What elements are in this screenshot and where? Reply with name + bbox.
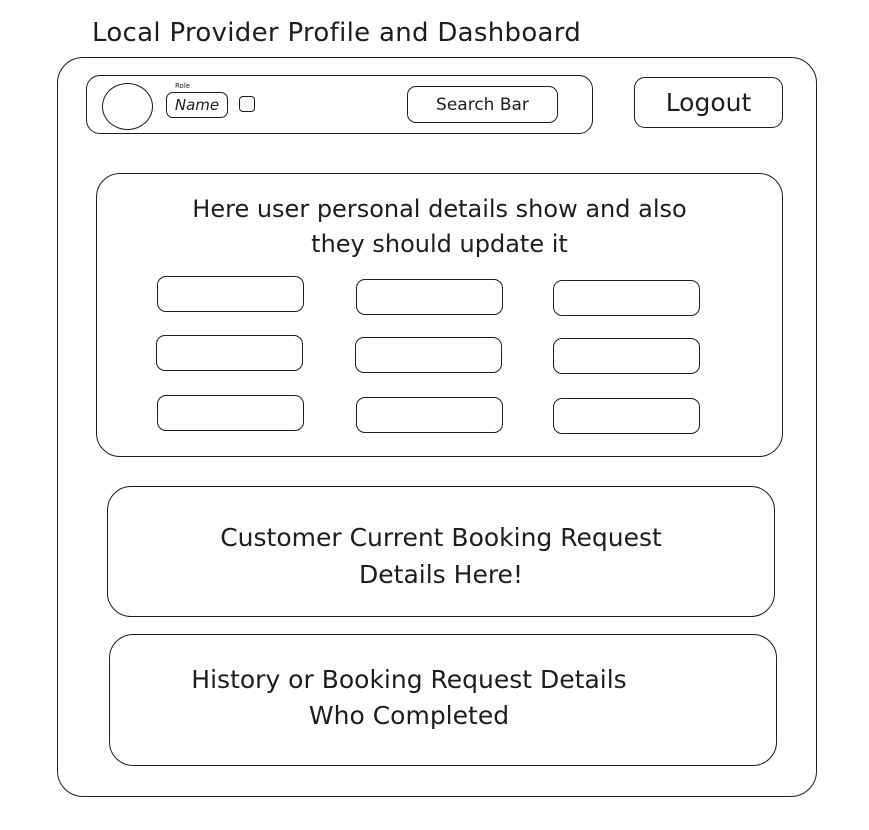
header-checkbox[interactable] (239, 96, 255, 112)
header-bar (86, 75, 593, 134)
booking-history-card (109, 634, 777, 766)
detail-field-8[interactable] (356, 397, 503, 433)
name-chip: Name (166, 92, 228, 118)
personal-details-description: Here user personal details show and also… (96, 192, 783, 262)
personal-details-line-1: Here user personal details show and also (192, 195, 687, 223)
current-booking-line-2: Details Here! (359, 560, 523, 589)
detail-field-1[interactable] (157, 276, 304, 312)
current-booking-description: Customer Current Booking Request Details… (107, 519, 775, 593)
booking-history-description: History or Booking Request Details Who C… (109, 662, 709, 734)
current-booking-card (107, 486, 775, 617)
detail-field-6[interactable] (553, 338, 700, 374)
detail-field-5[interactable] (355, 337, 502, 373)
search-bar[interactable]: Search Bar (407, 86, 558, 123)
personal-details-line-2: they should update it (311, 230, 568, 258)
avatar[interactable] (102, 83, 153, 130)
personal-details-card (96, 173, 783, 457)
logout-button[interactable]: Logout (634, 77, 783, 128)
detail-field-2[interactable] (356, 279, 503, 315)
detail-field-3[interactable] (553, 280, 700, 316)
role-label: Role (175, 82, 191, 90)
dashboard-frame (57, 57, 817, 797)
booking-history-line-1: History or Booking Request Details (191, 665, 627, 694)
page-title: Local Provider Profile and Dashboard (92, 18, 582, 48)
current-booking-line-1: Customer Current Booking Request (220, 523, 662, 552)
detail-field-7[interactable] (157, 395, 304, 431)
detail-field-4[interactable] (156, 335, 303, 371)
booking-history-line-2: Who Completed (308, 701, 510, 730)
detail-field-9[interactable] (553, 398, 700, 434)
